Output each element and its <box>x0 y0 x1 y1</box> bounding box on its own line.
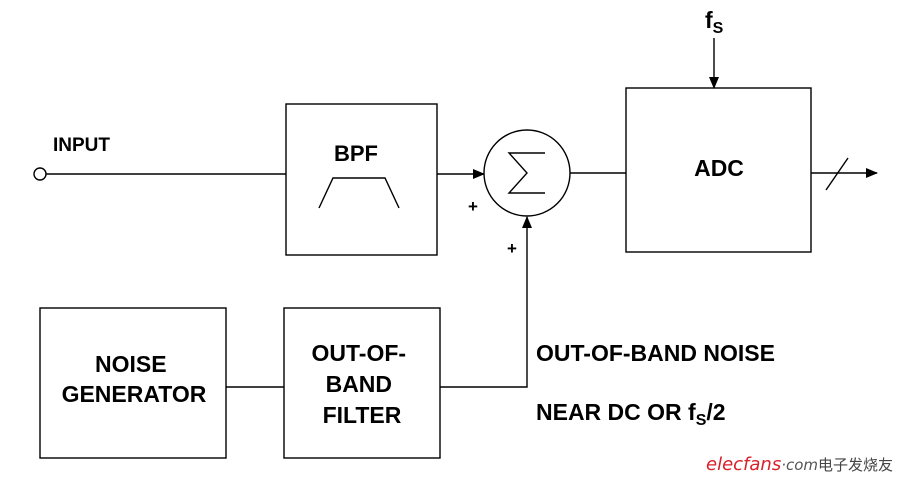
out-of-band-filter-label: OUT-OF- BAND FILTER <box>312 340 413 428</box>
plus-bottom-label: + <box>507 239 517 258</box>
bandpass-icon <box>318 177 400 209</box>
out-of-band-filter-block <box>283 307 441 459</box>
fs-label: fS <box>705 7 724 37</box>
bpf-block <box>285 103 438 256</box>
input-label: INPUT <box>53 135 110 156</box>
input-terminal <box>33 167 47 181</box>
bus-slash-icon <box>825 157 849 191</box>
watermark-cn: 电子发烧友 <box>818 456 893 474</box>
bpf-label: BPF <box>334 141 378 166</box>
note-line-2: NEAR DC OR fS/2 <box>536 399 726 429</box>
noise-generator-block <box>39 307 227 459</box>
sigma-icon <box>507 152 545 194</box>
watermark-elec: elecfans·com <box>706 454 818 475</box>
noise-generator-label: NOISE GENERATOR <box>62 351 207 407</box>
adc-label: ADC <box>694 155 744 181</box>
plus-top-label: + <box>468 197 478 216</box>
note-line-1: OUT-OF-BAND NOISE <box>536 340 775 366</box>
adc-block <box>625 87 812 253</box>
filter-to-sum-wire <box>440 216 532 388</box>
watermark-logo: elecfans·com 电子发烧友 <box>706 454 893 475</box>
